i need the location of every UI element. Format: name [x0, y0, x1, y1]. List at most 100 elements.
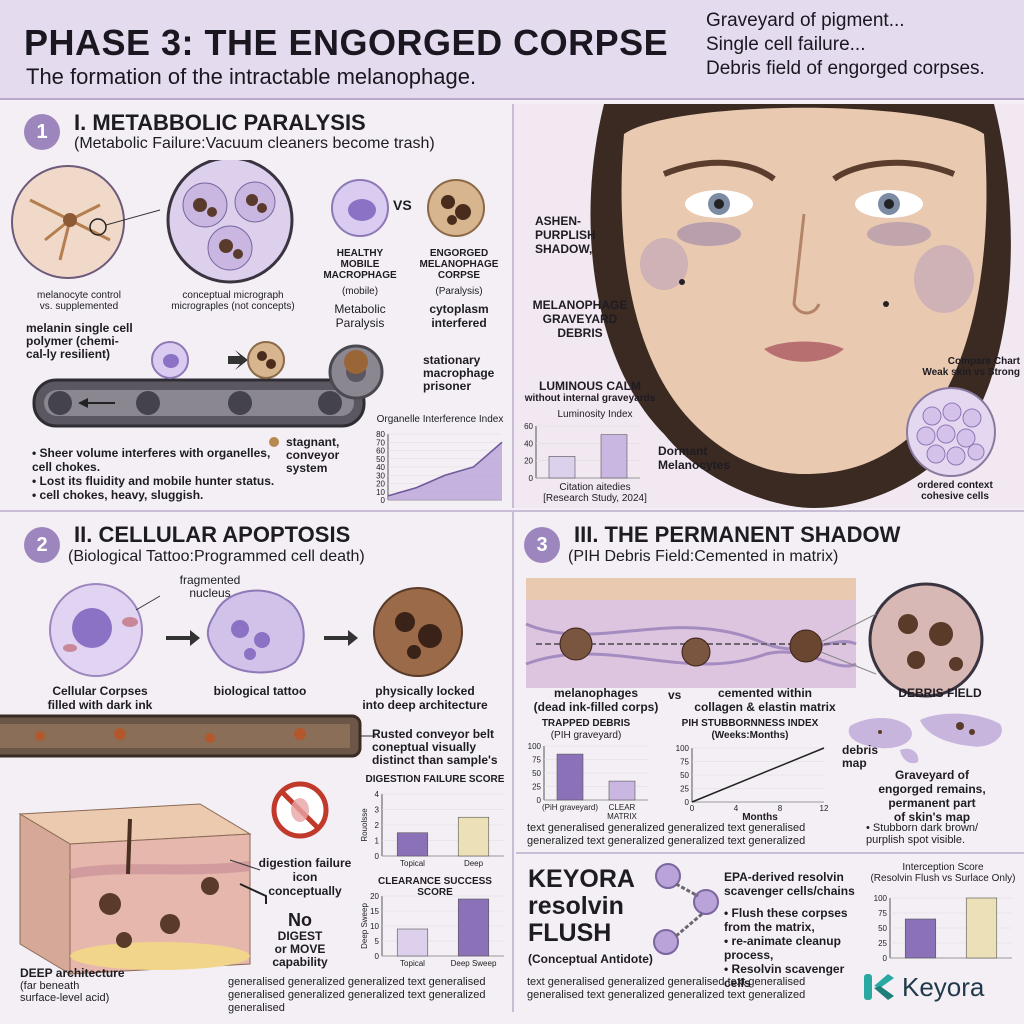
x-tick-label: 8 — [778, 804, 783, 813]
vs-label: VS — [393, 197, 412, 213]
y-tick-label: 40 — [376, 463, 385, 472]
caption-melanocyte-control: melanocyte control vs. supplemented — [37, 290, 121, 312]
y-tick-label: 20 — [524, 457, 533, 466]
x-tick-label: (PiH graveyard) — [542, 803, 598, 812]
engorged-sub: (Paralysis) — [435, 286, 483, 297]
y-tick-label: 20 — [370, 892, 379, 901]
x-tick-label: 12 — [820, 804, 829, 813]
trapped-debris-sub: (PIH graveyard) — [550, 730, 622, 741]
section-1-subtitle: (Metabolic Failure:Vacuum cleaners becom… — [74, 135, 435, 152]
x-tick-label: 0 — [690, 804, 695, 813]
tagline-1: Graveyard of pigment... — [706, 10, 905, 31]
y-tick-label: 70 — [376, 438, 385, 447]
keyora-logo: Keyora — [862, 970, 984, 1004]
bar — [457, 898, 490, 957]
keyora-bullet-3: Resolvin scavenger cells — [724, 962, 874, 990]
x-tick-label: MATRIX — [607, 812, 637, 821]
y-axis-label: Deep Sweep — [360, 903, 369, 949]
organelle-chart-title: Organelle Interference Index — [376, 414, 504, 425]
y-tick-label: 5 — [375, 937, 380, 946]
divider-vertical-top — [512, 104, 514, 508]
section-1-title: I. METABBOLIC PARALYSIS — [74, 110, 366, 135]
deep-architecture-label: DEEP architecture — [20, 966, 125, 980]
y-tick-label: 100 — [528, 742, 542, 751]
y-tick-label: 100 — [676, 744, 690, 753]
engorged-state: cytoplasm interfered — [429, 302, 489, 330]
pih-xlabel: Months — [742, 812, 778, 823]
tagline-2: Single cell failure... — [706, 34, 866, 55]
y-tick-label: 0 — [375, 952, 380, 961]
y-tick-label: 60 — [524, 422, 533, 431]
healthy-macrophage-label: HEALTHY MOBILE MACROPHAGE — [323, 248, 397, 281]
x-tick-label: Deep — [464, 859, 484, 868]
interception-chart-title: Interception Score (Resolvin Flush vs Su… — [870, 862, 1016, 884]
tagline-3: Debris field of engorged corpses. — [706, 58, 985, 79]
y-tick-label: 50 — [376, 455, 385, 464]
section-2-filler-text: generalised generalized generalized text… — [228, 976, 486, 1014]
dormant-melanocytes-label: Dormant Melanocytes — [658, 444, 731, 472]
bar — [396, 928, 429, 957]
bullet-2: Lost its fluidity and mobile hunter stat… — [32, 474, 292, 488]
bullet-3: cell chokes, heavy, sluggish. — [32, 488, 292, 502]
bar — [600, 434, 628, 479]
caption-micrograph: conceptual micrograph micrograples (not … — [171, 290, 295, 312]
divider-keyora — [516, 852, 1024, 854]
section-2-title: II. CELLULAR APOPTOSIS — [74, 522, 351, 547]
bar — [548, 456, 576, 479]
y-tick-label: 50 — [532, 769, 541, 778]
section-3-subtitle: (PIH Debris Field:Cemented in matrix) — [568, 548, 839, 565]
graveyard-remains-label: Graveyard of engorged remains, permanent… — [878, 768, 986, 824]
keyora-bullet-2: re-animate cleanup process, — [724, 934, 874, 962]
keyora-logo-text: Keyora — [902, 971, 985, 1002]
trapped-debris-title: TRAPPED DEBRIS — [541, 718, 631, 729]
x-tick-label: Topical — [400, 959, 425, 968]
section-2-number: 2 — [24, 527, 60, 563]
digestion-chart-title: DIGESTION FAILURE SCORE — [365, 774, 505, 785]
ordered-cells-label: ordered context cohesive cells — [917, 480, 993, 502]
y-tick-label: 10 — [376, 488, 385, 497]
y-tick-label: 75 — [878, 909, 887, 918]
biological-tattoo-label: biological tattoo — [213, 684, 307, 698]
y-tick-label: 10 — [370, 922, 379, 931]
section-2-illustration — [0, 583, 463, 975]
divider-horizontal — [0, 510, 1024, 512]
no-digest-label: DIGEST or MOVE capability — [272, 929, 328, 969]
luminous-calm-label: LUMINOUS CALM — [539, 379, 641, 393]
section-3-illustration — [525, 578, 984, 698]
y-tick-label: 25 — [680, 785, 689, 794]
y-tick-label: 4 — [375, 790, 380, 799]
section-2-subtitle: (Biological Tattoo:Programmed cell death… — [68, 548, 365, 565]
bar — [608, 780, 636, 801]
bar — [965, 897, 998, 959]
bar — [904, 918, 937, 959]
stationary-label: stationary macrophage prisoner — [423, 353, 495, 393]
x-tick-label: Topical — [400, 859, 425, 868]
y-tick-label: 80 — [376, 430, 385, 439]
y-tick-label: 30 — [376, 471, 385, 480]
stubborn-spot-label: • Stubborn dark brown/ purplish spot vis… — [866, 822, 979, 846]
section-3-filler-text: text generalised generalized generalized… — [527, 822, 806, 847]
cellular-corpses-label: Cellular Corpses filled with dark ink — [47, 684, 153, 712]
y-tick-label: 50 — [878, 924, 887, 933]
citation-label: Citation aitedies [Research Study, 2024] — [543, 482, 647, 504]
digestion-icon-label: digestion failure icon conceptually — [258, 856, 352, 898]
section-1-illustration — [11, 160, 485, 447]
world-debris-map — [848, 713, 1002, 764]
engorged-corpse-label: ENGORGED MELANOPHAGE CORPSE — [419, 248, 499, 281]
healthy-state: Metabolic Paralysis — [334, 302, 386, 330]
polymer-label: melanin single cell polymer (chemi- cal-… — [26, 321, 133, 361]
section-1-bullets: Sheer volume interferes with organelles,… — [32, 446, 292, 502]
y-tick-label: 75 — [532, 756, 541, 765]
keyora-bullets: Flush these corpses from the matrix, re-… — [724, 906, 874, 990]
y-tick-label: 20 — [376, 480, 385, 489]
graveyard-debris-label: MELANOPHAGE GRAVEYARD DEBRIS — [532, 298, 628, 340]
bar — [556, 753, 584, 801]
stagnant-label: stagnant, conveyor system — [286, 435, 340, 475]
y-tick-label: 0 — [883, 954, 888, 963]
melanophages-label: melanophages (dead ink-filled corps) — [533, 686, 659, 714]
y-tick-label: 75 — [680, 758, 689, 767]
cemented-label: cemented within collagen & elastin matri… — [694, 686, 836, 714]
